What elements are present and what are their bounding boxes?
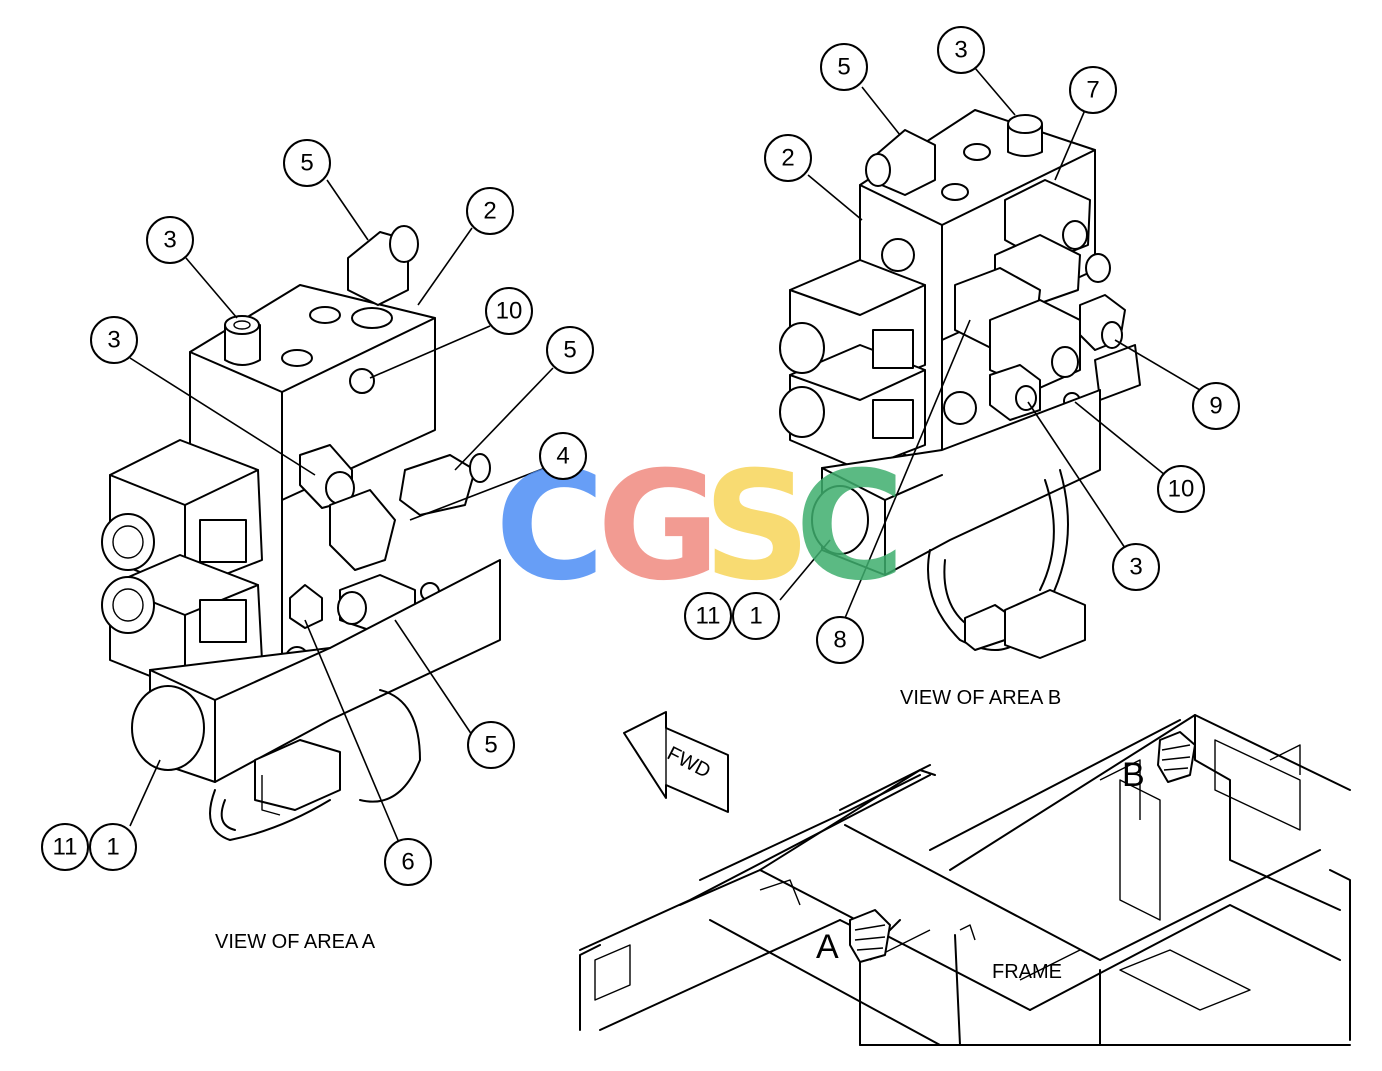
- area-a-label: A: [816, 928, 839, 966]
- svg-text:G: G: [597, 440, 720, 614]
- caption-view-b: VIEW OF AREA B: [900, 687, 1061, 709]
- area-b-label: B: [1122, 756, 1145, 794]
- callout-a-6: 6: [384, 838, 432, 886]
- callout-a-2: 2: [466, 187, 514, 235]
- svg-text:1: 1: [106, 834, 119, 861]
- callout-a-11: 11: [41, 823, 89, 871]
- svg-text:5: 5: [563, 337, 576, 364]
- svg-text:3: 3: [163, 227, 176, 254]
- callout-b-8: 8: [816, 616, 864, 664]
- fwd-arrow-icon: [623, 711, 729, 813]
- callout-a-1: 1: [89, 823, 137, 871]
- svg-text:8: 8: [833, 627, 846, 654]
- view-b-leaders: [779, 67, 1201, 619]
- callout-b-7: 7: [1069, 66, 1117, 114]
- view-b-valve-assembly: [779, 109, 1141, 659]
- callout-b-3-low: 3: [1112, 543, 1160, 591]
- callout-b-2: 2: [764, 134, 812, 182]
- callout-b-1: 1: [732, 592, 780, 640]
- svg-text:S: S: [703, 440, 811, 614]
- svg-text:6: 6: [401, 849, 414, 876]
- svg-text:4: 4: [556, 443, 569, 470]
- svg-text:10: 10: [1168, 476, 1195, 503]
- callout-b-3-top: 3: [937, 26, 985, 74]
- svg-text:10: 10: [496, 298, 523, 325]
- svg-text:3: 3: [1129, 554, 1142, 581]
- svg-text:2: 2: [781, 145, 794, 172]
- svg-text:1: 1: [749, 603, 762, 630]
- svg-text:11: 11: [696, 603, 721, 630]
- svg-text:5: 5: [484, 732, 497, 759]
- callout-b-10: 10: [1157, 465, 1205, 513]
- callout-a-5-right: 5: [546, 326, 594, 374]
- svg-text:5: 5: [837, 54, 850, 81]
- svg-text:2: 2: [483, 198, 496, 225]
- view-a-valve-assembly: [101, 225, 501, 841]
- svg-text:C: C: [795, 440, 905, 614]
- view-a-leaders: [129, 179, 554, 846]
- cgsc-watermark: C G S C: [495, 440, 905, 614]
- callout-a-3-top: 3: [146, 216, 194, 264]
- svg-text:5: 5: [300, 150, 313, 177]
- svg-text:3: 3: [107, 327, 120, 354]
- callout-b-9: 9: [1192, 382, 1240, 430]
- svg-text:9: 9: [1209, 393, 1222, 420]
- callout-a-5-top: 5: [283, 139, 331, 187]
- caption-view-a: VIEW OF AREA A: [215, 931, 376, 953]
- callout-a-10: 10: [485, 287, 533, 335]
- frame-overview: [579, 711, 1351, 1046]
- caption-frame: FRAME: [992, 961, 1062, 983]
- callout-a-5-low: 5: [467, 721, 515, 769]
- svg-text:11: 11: [53, 834, 78, 861]
- callout-a-4: 4: [539, 432, 587, 480]
- callout-a-3-mid: 3: [90, 316, 138, 364]
- callout-b-5: 5: [820, 43, 868, 91]
- svg-text:3: 3: [954, 37, 967, 64]
- callout-b-11: 11: [684, 592, 732, 640]
- svg-text:7: 7: [1086, 77, 1099, 104]
